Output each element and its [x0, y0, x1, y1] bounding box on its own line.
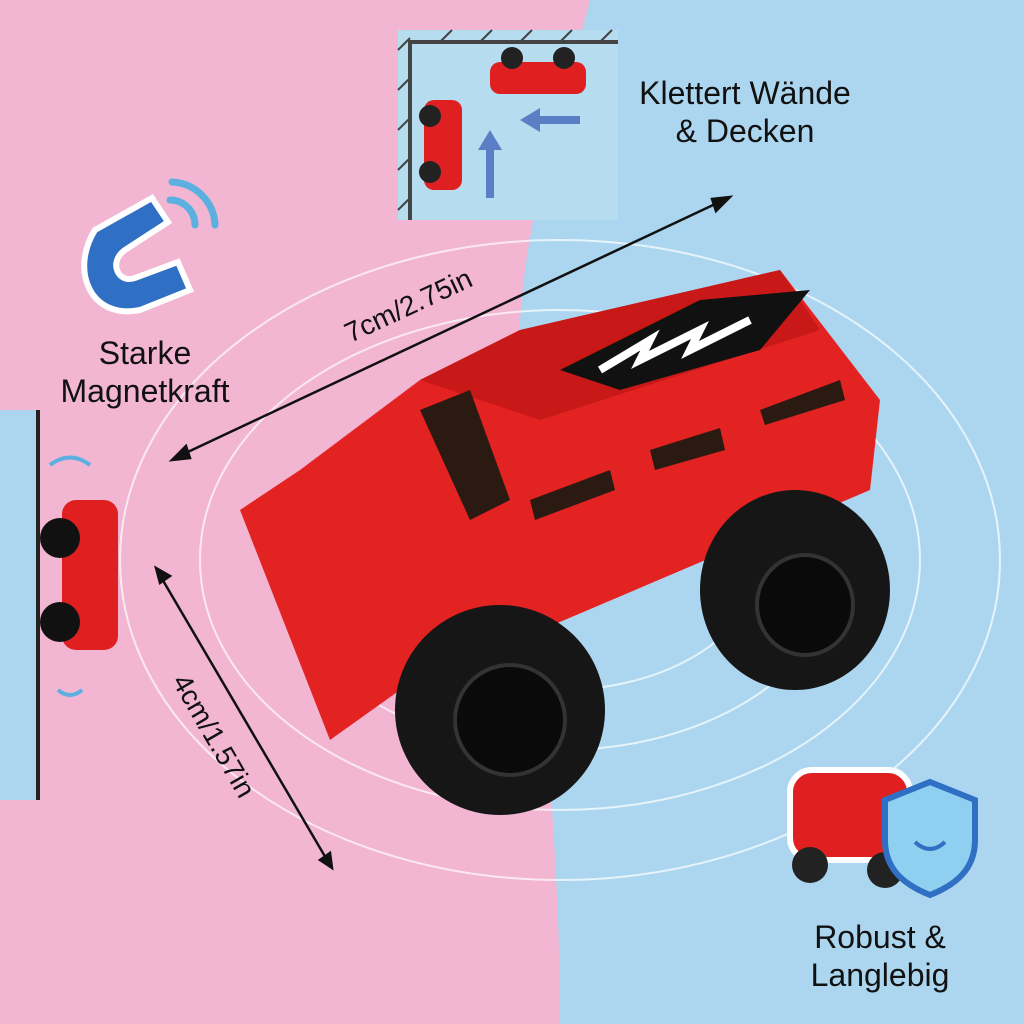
feature-magnet-line2: Magnetkraft	[60, 373, 230, 409]
feature-climb-label: Klettert Wände & Decken	[610, 74, 880, 150]
feature-robust-line1: Robust &	[814, 919, 946, 955]
feature-climb-line1: Klettert Wände	[639, 75, 851, 111]
feature-robust-label: Robust & Langlebig	[770, 918, 990, 994]
feature-robust-line2: Langlebig	[810, 957, 950, 993]
feature-climb-line2: & Decken	[675, 113, 815, 149]
feature-magnet-label: Starke Magnetkraft	[30, 334, 260, 410]
feature-magnet-line1: Starke	[98, 335, 192, 371]
